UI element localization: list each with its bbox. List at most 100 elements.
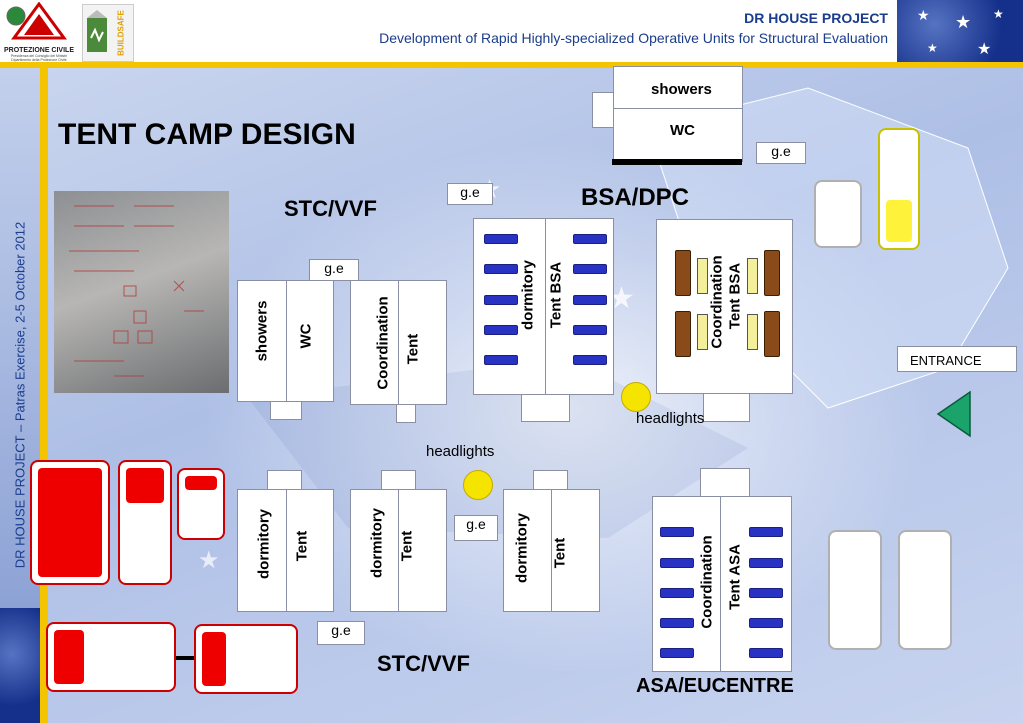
svg-text:★: ★ bbox=[955, 12, 971, 32]
generator-bsa: g.e bbox=[447, 183, 493, 205]
svg-text:★: ★ bbox=[927, 41, 938, 55]
headlights-right-label: headlights bbox=[636, 410, 705, 427]
buildsafe-text: BUILDSAFE bbox=[116, 10, 126, 56]
headlight-right bbox=[621, 382, 651, 412]
dormitory-2-label: dormitory bbox=[368, 507, 386, 579]
asa-coordination-label: Coordination bbox=[698, 535, 716, 629]
stc-showers-wc-divider bbox=[286, 280, 287, 402]
logo-title: PROTEZIONE CIVILE bbox=[3, 47, 74, 54]
chair bbox=[747, 258, 758, 294]
vehicle-white bbox=[828, 530, 882, 650]
header-accent-bar bbox=[0, 62, 1023, 68]
chair bbox=[697, 314, 708, 350]
dormitory-tent-1 bbox=[237, 489, 334, 612]
svg-text:★: ★ bbox=[917, 7, 930, 23]
asa-door bbox=[700, 468, 750, 497]
bsa-coordination-tent-label: Tent BSA bbox=[726, 262, 744, 330]
vehicle-red bbox=[118, 460, 172, 585]
bed bbox=[660, 588, 694, 598]
entrance-sign: ENTRANCE bbox=[897, 346, 1017, 372]
sidebar-caption: DR HOUSE PROJECT – Patras Exercise, 2-5 … bbox=[12, 221, 28, 569]
dormitory-3-label: dormitory bbox=[513, 512, 531, 584]
stc-wc-label: WC bbox=[297, 323, 315, 349]
bsa-tent-label: Tent BSA bbox=[547, 261, 565, 329]
bed bbox=[749, 648, 783, 658]
stc-coordination-tent-label: Tent bbox=[404, 333, 422, 365]
vehicle-grey bbox=[814, 180, 862, 248]
eu-flag-image: ★ ★ ★ ★ ★ bbox=[897, 0, 1023, 62]
generator-bottom: g.e bbox=[317, 621, 365, 645]
vehicle-red bbox=[194, 624, 298, 694]
bed bbox=[749, 588, 783, 598]
bed bbox=[484, 234, 518, 244]
headlight-left bbox=[463, 470, 493, 500]
entrance-label: ENTRANCE bbox=[910, 353, 982, 368]
table bbox=[675, 311, 691, 357]
bed bbox=[573, 325, 607, 335]
bsa-dpc-label: BSA/DPC bbox=[581, 184, 690, 211]
bed bbox=[660, 618, 694, 628]
bed bbox=[660, 558, 694, 568]
bed bbox=[573, 295, 607, 305]
wc-label: WC bbox=[670, 122, 695, 139]
building-icon bbox=[87, 10, 107, 52]
dormitory-1-tent-label: Tent bbox=[293, 530, 311, 562]
bed bbox=[484, 264, 518, 274]
bed bbox=[484, 295, 518, 305]
stc-vvf-bottom-label: STC/VVF bbox=[377, 651, 470, 676]
sidebar bbox=[0, 68, 40, 723]
bsa-dormitory-door bbox=[521, 394, 570, 422]
asa-divider bbox=[720, 496, 721, 672]
dormitory-1-door bbox=[267, 470, 302, 490]
generator-top-right: g.e bbox=[756, 142, 806, 164]
stc-coordination-label: Coordination bbox=[374, 296, 392, 390]
sketch-photo bbox=[54, 191, 229, 393]
svg-text:★: ★ bbox=[977, 41, 991, 58]
bed bbox=[749, 527, 783, 537]
table bbox=[764, 311, 780, 357]
bed bbox=[660, 527, 694, 537]
stc-coordination-door bbox=[396, 404, 416, 423]
dormitory-2-divider bbox=[398, 489, 399, 612]
asa-tent-label: Tent ASA bbox=[726, 544, 744, 610]
bsa-dormitory-tent bbox=[473, 218, 614, 395]
table bbox=[675, 250, 691, 296]
sidebar-accent-bar bbox=[40, 68, 48, 723]
bsa-coordination-door bbox=[703, 393, 750, 422]
logo-subtitle: Presidenza del Consiglio dei Ministri Di… bbox=[10, 54, 68, 62]
bsa-coordination-tent bbox=[656, 219, 793, 394]
dormitory-2-door bbox=[381, 470, 416, 490]
bed bbox=[484, 325, 518, 335]
table bbox=[764, 250, 780, 296]
sidebar-flag-image bbox=[0, 608, 40, 723]
asa-eucentre-label: ASA/EUCENTRE bbox=[636, 675, 794, 697]
tow-bar bbox=[176, 656, 194, 660]
showers-wc-divider bbox=[613, 108, 743, 109]
showers-wc-door bbox=[592, 92, 614, 128]
headlights-left-label: headlights bbox=[426, 443, 495, 460]
bed bbox=[573, 234, 607, 244]
svg-text:★: ★ bbox=[198, 547, 220, 574]
dormitory-3-divider bbox=[551, 489, 552, 612]
bsa-coordination-label: Coordination bbox=[708, 255, 726, 349]
showers-wc-wall bbox=[612, 159, 742, 165]
dormitory-3-door bbox=[533, 470, 568, 490]
bed bbox=[573, 355, 607, 365]
protezione-civile-logo: PROTEZIONE CIVILE Presidenza del Consigl… bbox=[2, 1, 76, 62]
bsa-dormitory-label: dormitory bbox=[519, 259, 537, 331]
bed bbox=[749, 618, 783, 628]
bed bbox=[749, 558, 783, 568]
vehicle-red bbox=[46, 622, 176, 692]
svg-text:★: ★ bbox=[993, 7, 1004, 21]
vehicle-red bbox=[30, 460, 110, 585]
bed bbox=[660, 648, 694, 658]
vehicle-red bbox=[177, 468, 225, 540]
stc-showers-label: showers bbox=[253, 300, 271, 362]
vehicle-white bbox=[898, 530, 952, 650]
buildsafe-logo: BUILDSAFE bbox=[82, 4, 134, 62]
stc-showers-wc-tent bbox=[237, 280, 334, 402]
bed bbox=[484, 355, 518, 365]
stc-showers-wc-door bbox=[270, 401, 302, 420]
asa-coordination-tent bbox=[652, 496, 792, 672]
generator-stc-top: g.e bbox=[309, 259, 359, 281]
